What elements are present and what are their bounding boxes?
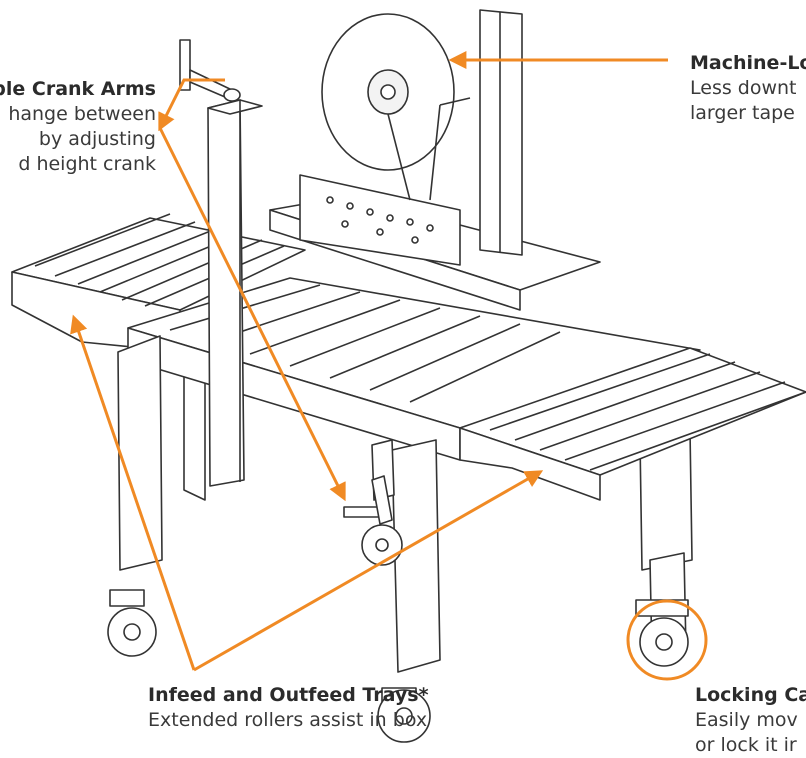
callout-trays-line-1: Extended rollers assist in box (148, 709, 428, 731)
tape-head-plate (326, 196, 434, 244)
top-carriage (269, 174, 601, 311)
callout-crank-arms: ble Crank Arms hange between by adjustin… (0, 77, 156, 177)
callout-tape-load: Machine-Lo Less downt larger tape (690, 51, 806, 126)
callout-trays: Infeed and Outfeed Trays* Extended rolle… (148, 683, 429, 733)
callout-crank-line-3: d height crank (18, 153, 156, 175)
callout-tape-line-2: larger tape (690, 102, 795, 124)
caster-front (377, 687, 431, 743)
top-crank (179, 39, 241, 102)
front-legs (117, 335, 441, 673)
callout-pointers (70, 51, 708, 681)
callout-crank-line-1: hange between (8, 103, 156, 125)
crank-arrow-lower (158, 127, 346, 502)
caster-rear-right (635, 599, 689, 667)
tape-reel (321, 13, 471, 201)
caster-front-left (107, 589, 157, 657)
callout-crank-title: ble Crank Arms (0, 78, 156, 100)
callout-casters-title: Locking Ca (695, 684, 806, 706)
lower-crank (343, 439, 395, 525)
locking-caster-highlight (626, 599, 708, 681)
crank-arrow (158, 78, 225, 132)
callout-tape-line-1: Less downt (690, 77, 797, 99)
callout-tape-title: Machine-Lo (690, 52, 806, 74)
case-sealer-machine (11, 9, 806, 743)
callout-casters: Locking Ca Easily mov or lock it ir (695, 683, 806, 758)
right-mast (479, 9, 523, 256)
callout-casters-line-2: or lock it ir (695, 734, 797, 756)
infeed-tray-arrow (70, 314, 196, 671)
caster-mid (361, 524, 403, 566)
outfeed-rollers (489, 353, 806, 471)
outfeed-tray-arrow (193, 470, 544, 672)
outfeed-tray (459, 347, 806, 501)
callout-crank-line-2: by adjusting (38, 128, 156, 150)
callout-trays-title: Infeed and Outfeed Trays* (148, 684, 429, 706)
callout-casters-line-1: Easily mov (695, 709, 798, 731)
